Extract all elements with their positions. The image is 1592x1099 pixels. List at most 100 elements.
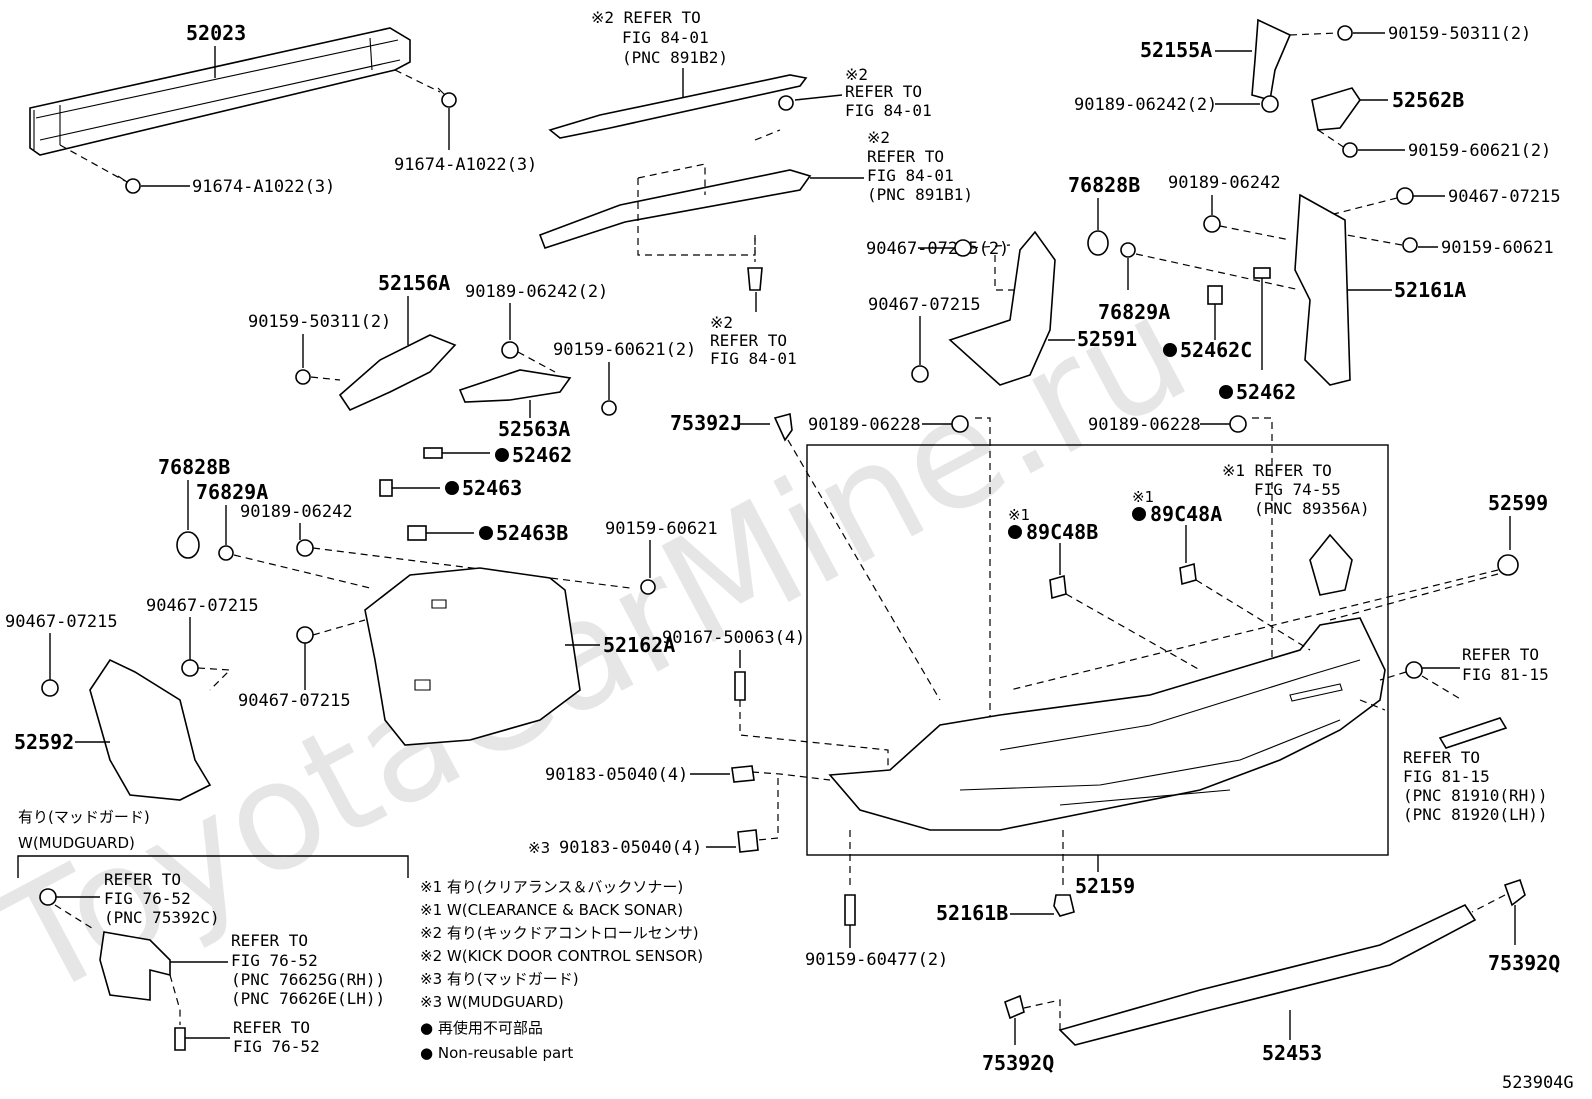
label-52161a[interactable]: 52161A: [1394, 278, 1466, 302]
label-76829a-l[interactable]: 76829A: [196, 480, 268, 504]
label-75392j[interactable]: 75392J: [670, 411, 742, 435]
ref-r8-line1[interactable]: REFER TO: [104, 870, 181, 889]
label-90467-07215-c[interactable]: 90467-07215: [868, 295, 981, 315]
bracket-52563a[interactable]: [458, 369, 572, 403]
label-91674-a1022-right[interactable]: 91674-A1022(3): [394, 155, 537, 175]
label-52161b[interactable]: 52161B: [936, 901, 1008, 925]
label-90467-07215-l2[interactable]: 90467-07215: [146, 596, 259, 616]
sensor-89356a[interactable]: [1309, 533, 1353, 596]
ref-r5-line2[interactable]: FIG 74-55: [1254, 480, 1341, 499]
ref-r4-line2[interactable]: REFER TO: [710, 331, 787, 350]
ref-r2-line3[interactable]: FIG 84-01: [845, 101, 932, 120]
label-90189-06242-r[interactable]: 90189-06242: [1168, 173, 1281, 193]
ref-r4-line3[interactable]: FIG 84-01: [710, 349, 797, 368]
reflector-81910[interactable]: [1438, 717, 1508, 749]
ref-r9-line2[interactable]: FIG 76-52: [231, 951, 318, 970]
mudguard-76625g[interactable]: [99, 931, 171, 1001]
label-52156a[interactable]: 52156A: [378, 271, 450, 295]
bracket-52156a[interactable]: [338, 334, 457, 412]
label-90467-07215-l3[interactable]: 90467-07215: [238, 691, 351, 711]
retainer-52592[interactable]: [89, 658, 212, 801]
retainer-52591[interactable]: [948, 230, 1056, 386]
ref-r3-line1[interactable]: ※2: [867, 128, 890, 147]
label-90183-05040[interactable]: 90183-05040(4): [545, 765, 688, 785]
ref-r8-line2[interactable]: FIG 76-52: [104, 889, 191, 908]
ref-r1-line1[interactable]: ※2 REFER TO: [591, 8, 701, 27]
ref-r5-line3[interactable]: (PNC 89356A): [1254, 499, 1370, 518]
label-90159-50311-r[interactable]: 90159-50311(2): [1388, 24, 1531, 44]
cap-76828b[interactable]: [176, 531, 200, 559]
sensor-holder-89c48a[interactable]: [1179, 562, 1197, 586]
label-52023[interactable]: 52023: [186, 21, 246, 45]
label-52162a[interactable]: 52162A: [603, 633, 675, 657]
label-91674-a1022-left[interactable]: 91674-A1022(3): [192, 177, 335, 197]
ref-r2-line2[interactable]: REFER TO: [845, 82, 922, 101]
label-52462c[interactable]: 52462C: [1180, 338, 1252, 362]
ref-r3-line3[interactable]: FIG 84-01: [867, 166, 954, 185]
ref-r4-line1[interactable]: ※2: [710, 313, 733, 332]
label-90467-07215-r[interactable]: 90467-07215: [1448, 187, 1561, 207]
ref-r9-line1[interactable]: REFER TO: [231, 931, 308, 950]
label-90189-06242-2l[interactable]: 90189-06242(2): [465, 282, 608, 302]
label-52562b[interactable]: 52562B: [1392, 88, 1464, 112]
reinforcement-52023[interactable]: [29, 27, 411, 156]
label-52155a[interactable]: 52155A: [1140, 38, 1212, 62]
ref-r3-line4[interactable]: (PNC 891B1): [867, 185, 973, 204]
ref-r9-line3[interactable]: (PNC 76625G(RH)): [231, 970, 385, 989]
ref-r3-line2[interactable]: REFER TO: [867, 147, 944, 166]
label-89c48a[interactable]: 89C48A: [1150, 502, 1222, 526]
label-76829a-c[interactable]: 76829A: [1098, 300, 1170, 324]
label-52463b[interactable]: 52463B: [496, 521, 568, 545]
label-75392q-a[interactable]: 75392Q: [1488, 951, 1560, 975]
label-76828b-r[interactable]: 76828B: [1068, 173, 1140, 197]
label-90189-06228-b[interactable]: 90189-06228: [1088, 415, 1201, 435]
label-76828b-l[interactable]: 76828B: [158, 455, 230, 479]
ref-r5-line1[interactable]: ※1 REFER TO: [1222, 461, 1332, 480]
label-52462-r[interactable]: 52462: [1236, 380, 1296, 404]
ref-r9-line4[interactable]: (PNC 76626E(LH)): [231, 989, 385, 1008]
label-52159[interactable]: 52159: [1075, 874, 1135, 898]
label-90189-06242-2r[interactable]: 90189-06242(2): [1074, 95, 1217, 115]
ref-r6-line2[interactable]: FIG 81-15: [1462, 665, 1549, 684]
ref-r7-line2[interactable]: FIG 81-15: [1403, 767, 1490, 786]
ref-r8-line3[interactable]: (PNC 75392C): [104, 908, 220, 927]
bumper-cover-52159[interactable]: [828, 617, 1386, 831]
lower-spoiler-52453[interactable]: [1058, 903, 1477, 1046]
ref-r7-line4[interactable]: (PNC 81920(LH)): [1403, 805, 1548, 824]
wire-harness-891b2[interactable]: [548, 74, 808, 139]
cap-76828b[interactable]: [1087, 230, 1109, 256]
ref-r1-line2[interactable]: FIG 84-01: [622, 28, 709, 47]
label-90159-60621-l[interactable]: 90159-60621: [605, 519, 718, 539]
label-52463[interactable]: 52463: [462, 476, 522, 500]
label-90159-60477[interactable]: 90159-60477(2): [805, 950, 948, 970]
label-52592[interactable]: 52592: [14, 730, 74, 754]
ref-r7-line3[interactable]: (PNC 81910(RH)): [1403, 786, 1548, 805]
liner-52162a[interactable]: [364, 567, 581, 746]
label-90467-07215-l1[interactable]: 90467-07215: [5, 612, 118, 632]
ref-r6-line1[interactable]: REFER TO: [1462, 645, 1539, 664]
label-75392q-b[interactable]: 75392Q: [982, 1051, 1054, 1075]
label-90183-05040-3[interactable]: 90183-05040(4): [559, 838, 702, 858]
label-90159-60621-2r[interactable]: 90159-60621(2): [1408, 141, 1551, 161]
label-52599[interactable]: 52599: [1488, 491, 1548, 515]
ref-r2-line1[interactable]: ※2: [845, 65, 868, 84]
label-52453[interactable]: 52453: [1262, 1041, 1322, 1065]
label-89c48b[interactable]: 89C48B: [1026, 520, 1098, 544]
ref-r1-line3[interactable]: (PNC 891B2): [622, 48, 728, 67]
label-90189-06242-l[interactable]: 90189-06242: [240, 502, 353, 522]
bracket-52562b[interactable]: [1311, 87, 1361, 131]
ref-r7-line1[interactable]: REFER TO: [1403, 748, 1480, 767]
ref-r10-line1[interactable]: REFER TO: [233, 1018, 310, 1037]
label-90467-07215-2c[interactable]: 90467-07215(2): [866, 239, 1009, 259]
bracket-52155a[interactable]: [1251, 18, 1292, 102]
label-90189-06228-a[interactable]: 90189-06228: [808, 415, 921, 435]
sensor-holder-89c48b[interactable]: [1049, 574, 1067, 600]
label-90159-60621-r[interactable]: 90159-60621: [1441, 238, 1554, 258]
label-52563a[interactable]: 52563A: [498, 417, 570, 441]
label-90159-60621-2l[interactable]: 90159-60621(2): [553, 340, 696, 360]
ref-r10-line2[interactable]: FIG 76-52: [233, 1037, 320, 1056]
label-90167-50063[interactable]: 90167-50063(4): [662, 628, 805, 648]
label-52591[interactable]: 52591: [1077, 327, 1137, 351]
bracket-52161a[interactable]: [1294, 193, 1351, 386]
sensor-bracket-891b1[interactable]: [538, 169, 812, 249]
